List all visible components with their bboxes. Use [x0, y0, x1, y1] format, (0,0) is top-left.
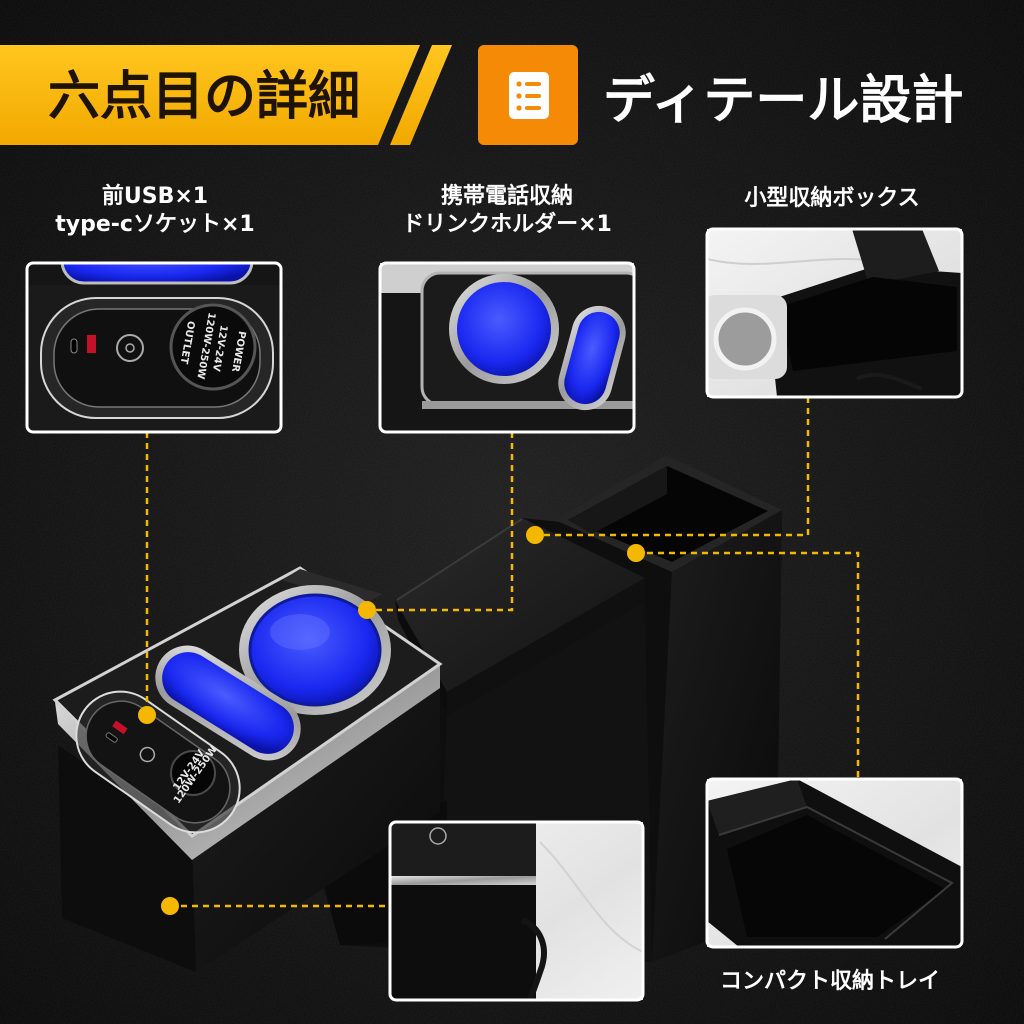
cup-label-line2: ドリンクホルダー×1 [402, 211, 612, 237]
storage-box-inner-wall [568, 466, 667, 534]
front-module-left-face [58, 745, 196, 972]
box-opening [779, 277, 957, 371]
box-lid [852, 229, 939, 285]
power-button-icon [139, 746, 156, 763]
cup-ring [713, 307, 777, 371]
photo-power-cable [388, 820, 645, 1002]
page-heading: ディテール設計 [603, 71, 963, 131]
cup-label-line1: 携帯電話収納 [441, 183, 573, 209]
blue-slot-edge [60, 263, 254, 285]
callout-labels: 前USB×1 type-cソケット×1 携帯電話収納 ドリンクホルダー×1 小型… [55, 183, 940, 994]
connector-box [535, 397, 810, 537]
storage-box-opening [568, 466, 768, 562]
power-cable [520, 917, 547, 1000]
connector-cup [367, 432, 514, 612]
dot-side [161, 897, 179, 915]
cup-holder-led [457, 282, 551, 376]
connector-tray [636, 551, 860, 779]
dot-tray [627, 544, 645, 562]
tray-floor [727, 815, 945, 937]
dot-cup [358, 601, 376, 619]
phone-slot [155, 645, 301, 761]
dot-usb [138, 706, 156, 724]
cable [856, 372, 923, 391]
dot-box [526, 526, 544, 544]
header-banner: 六点目の詳細 ディテール設計 [0, 45, 963, 145]
tray-label: コンパクト収納トレイ [720, 968, 940, 994]
silver-trim [390, 876, 536, 885]
photo-cup-holder [378, 261, 636, 434]
photo-usb-closeup: POWER 12V-24V 120W-250W OUTLET [25, 261, 283, 434]
connector-dots [138, 526, 645, 915]
photo-compact-tray [705, 777, 964, 949]
cup-holder [239, 585, 391, 715]
box-label: 小型収納ボックス [744, 185, 919, 211]
console-box-product: 12V-24V 120W-250W [52, 455, 782, 972]
banner-yellow-block [0, 45, 420, 145]
unit-body [390, 885, 536, 1000]
power-button-icon [429, 827, 447, 845]
tray-rim [718, 805, 954, 940]
connector-lines [145, 397, 860, 908]
power-button-icon [116, 334, 144, 362]
section-title: 六点目の詳細 [48, 67, 360, 127]
usb-port [112, 720, 128, 735]
usb-label-line1: 前USB×1 [102, 183, 208, 209]
usb-port [87, 335, 96, 353]
socket-outlet [169, 303, 257, 391]
photo-storage-box [705, 227, 964, 399]
front-module-right-face [192, 684, 440, 972]
type-c-port [105, 732, 118, 743]
banner-slash-stripe [390, 45, 452, 145]
usb-label-line2: type-cソケット×1 [55, 212, 254, 237]
armrest-side [447, 578, 645, 716]
top-panel [390, 822, 536, 878]
tray-lid [707, 779, 807, 835]
type-c-port [70, 338, 78, 354]
armrest-highlight [396, 518, 523, 601]
list-icon [478, 45, 578, 145]
